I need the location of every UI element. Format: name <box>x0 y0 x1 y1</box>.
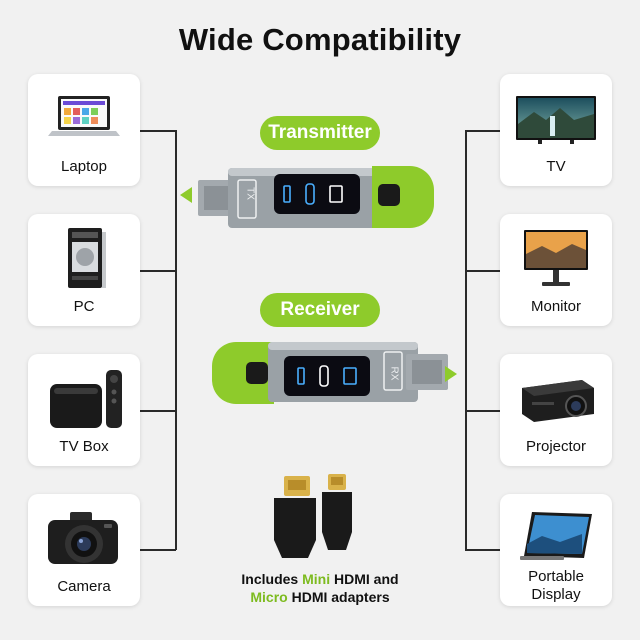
display-label: Projector <box>525 438 587 455</box>
left-line-pc <box>140 270 176 272</box>
page-title: Wide Compatibility <box>178 22 462 57</box>
transmitter-badge: TX <box>244 187 256 200</box>
source-card-tvbox: TV Box <box>28 354 140 466</box>
source-card-camera: Camera <box>28 494 140 606</box>
right-arrow-icon <box>445 366 457 382</box>
transmitter-device <box>198 166 434 228</box>
tv-icon <box>516 96 596 144</box>
right-line-portable <box>465 549 501 551</box>
note-part1: Includes <box>241 571 303 587</box>
receiver-pill: Receiver <box>260 293 380 327</box>
laptop-icon <box>48 96 120 136</box>
right-bus-line <box>465 130 467 550</box>
left-arrow-icon <box>180 187 192 203</box>
source-label: TV Box <box>59 438 109 455</box>
adapter-note: Includes Mini HDMI and Micro HDMI adapte… <box>222 570 418 606</box>
projector-icon <box>522 380 594 422</box>
display-card-tv: TV <box>500 74 612 186</box>
portable-display-icon <box>520 512 592 560</box>
left-line-laptop <box>140 130 176 132</box>
tv-box-icon <box>50 370 122 428</box>
pc-tower-icon <box>68 228 106 288</box>
source-card-pc: PC <box>28 214 140 326</box>
display-label-line1: Portable <box>528 568 584 585</box>
right-line-monitor <box>465 270 501 272</box>
monitor-icon <box>524 230 588 286</box>
right-line-tv <box>465 130 501 132</box>
source-card-laptop: Laptop <box>28 74 140 186</box>
source-label: PC <box>73 298 95 315</box>
camera-icon <box>48 512 118 564</box>
hdmi-adapters-icon <box>274 474 352 558</box>
note-micro: Micro <box>250 589 288 605</box>
left-line-camera <box>140 549 176 551</box>
display-label: TV <box>546 158 566 175</box>
source-label: Camera <box>57 578 111 595</box>
left-line-tvbox <box>140 410 176 412</box>
display-label: Monitor <box>530 298 582 315</box>
display-card-projector: Projector <box>500 354 612 466</box>
display-card-portable: Portable Display <box>500 494 612 606</box>
source-label: Laptop <box>61 158 107 175</box>
receiver-device <box>212 342 448 404</box>
note-part2: HDMI and <box>330 571 399 587</box>
right-line-projector <box>465 410 501 412</box>
note-part3: HDMI adapters <box>287 589 390 605</box>
transmitter-pill: Transmitter <box>260 116 380 150</box>
display-card-monitor: Monitor <box>500 214 612 326</box>
receiver-badge: RX <box>388 366 400 381</box>
display-label-line2: Display <box>531 586 581 603</box>
left-bus-line <box>175 130 177 550</box>
note-mini: Mini <box>302 571 331 587</box>
